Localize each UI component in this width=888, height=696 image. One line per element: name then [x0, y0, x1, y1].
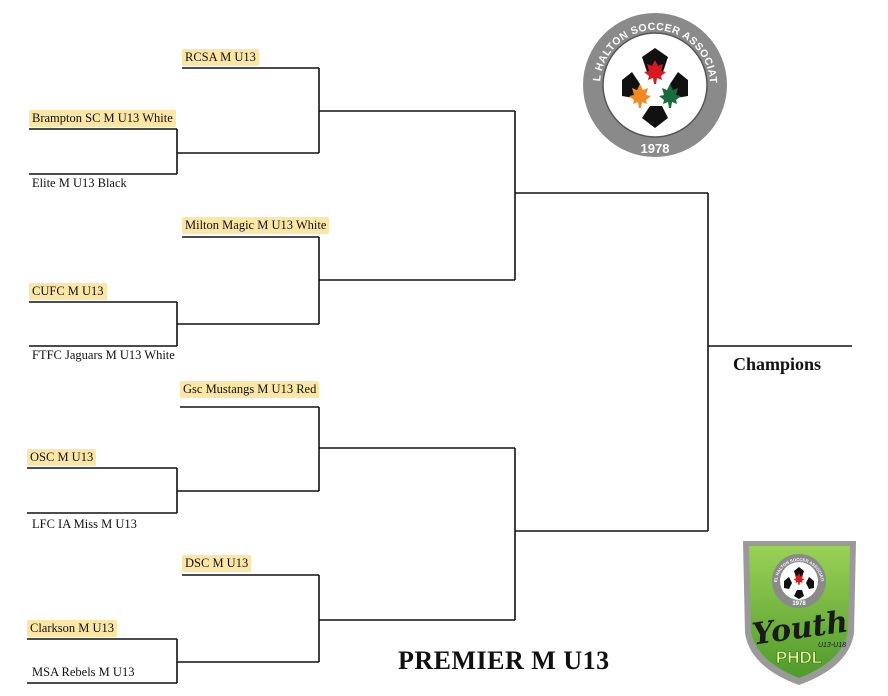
orange-maple-leaf-icon: [629, 84, 651, 108]
green-maple-leaf-icon: [659, 84, 681, 108]
team-brampton-sc: Brampton SC M U13 White: [29, 110, 176, 127]
svg-text:1978: 1978: [792, 601, 806, 607]
youth-phdl-logo: PEEL HALTON SOCCER ASSOCIATION 1978 Yout…: [735, 531, 862, 695]
svg-text:PHDL: PHDL: [776, 648, 822, 667]
team-lfc-ia-miss: LFC IA Miss M U13: [32, 517, 137, 531]
team-rcsa: RCSA M U13: [182, 49, 259, 66]
svg-text:U13-U18: U13-U18: [818, 642, 846, 649]
team-cufc: CUFC M U13: [29, 283, 107, 300]
red-maple-leaf-icon: [644, 60, 666, 84]
association-logo: PEEL HALTON SOCCER ASSOCIATION 1978: [576, 1, 730, 165]
team-ftfc-jaguars: FTFC Jaguars M U13 White: [32, 348, 175, 362]
team-milton-magic: Milton Magic M U13 White: [182, 217, 330, 234]
team-gsc-mustangs: Gsc Mustangs M U13 Red: [180, 381, 320, 398]
team-elite: Elite M U13 Black: [32, 176, 127, 190]
leaf-shape: [644, 60, 666, 84]
team-clarkson: Clarkson M U13: [27, 620, 118, 637]
team-msa-rebels: MSA Rebels M U13: [32, 665, 135, 679]
svg-text:1978: 1978: [641, 141, 670, 156]
division-title: PREMIER M U13: [398, 646, 610, 675]
team-osc: OSC M U13: [27, 449, 97, 466]
team-dsc: DSC M U13: [182, 555, 252, 572]
champions-label: Champions: [733, 354, 822, 374]
